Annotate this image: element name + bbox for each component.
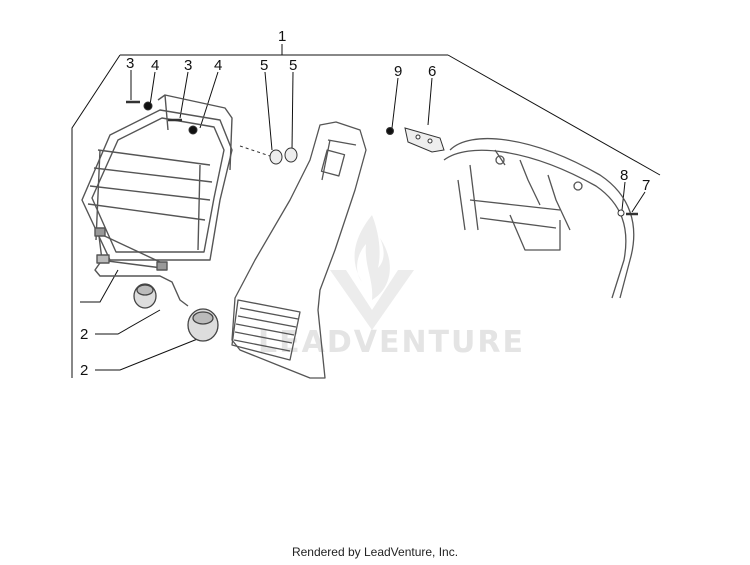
leadventure-watermark: LEADVENTURE (258, 215, 525, 360)
footer-credit: Rendered by LeadVenture, Inc. (291, 545, 459, 559)
leader-2b (95, 337, 201, 371)
leader-9 (391, 77, 399, 129)
leader-3b (179, 71, 189, 119)
leader-2a (95, 309, 161, 335)
callout-4b: 4 (214, 57, 222, 74)
leader-7 (631, 191, 646, 213)
callout-labels: 1 3 4 3 4 5 5 9 6 8 7 2 2 (80, 28, 650, 379)
watermark-text: LEADVENTURE (258, 325, 525, 360)
callout-2b: 2 (80, 362, 88, 379)
callout-7: 7 (642, 177, 650, 194)
flame-logo-icon (354, 215, 390, 300)
leader-rack (80, 269, 119, 303)
callout-3b: 3 (184, 57, 192, 74)
callout-5b: 5 (289, 57, 297, 74)
leader-4b (199, 71, 219, 129)
callout-8: 8 (620, 167, 628, 184)
callout-2a: 2 (80, 326, 88, 343)
callout-4a: 4 (151, 57, 159, 74)
bracket-line (71, 44, 661, 378)
rubber-buffers (133, 283, 219, 342)
leader-5a (264, 71, 273, 151)
callout-1: 1 (278, 28, 286, 45)
leader-8 (621, 181, 626, 211)
callout-3a: 3 (126, 55, 134, 72)
leader-5b (291, 71, 294, 151)
v-logo-icon (330, 270, 414, 330)
leader-4a (149, 71, 156, 106)
callout-6: 6 (428, 63, 436, 80)
clip-bracket (386, 127, 445, 153)
front-shield (443, 137, 635, 299)
screws-7-8 (617, 209, 638, 217)
fasteners (126, 100, 298, 165)
leader-lines (71, 44, 661, 378)
callout-5a: 5 (260, 57, 268, 74)
luggage-rack (81, 94, 233, 307)
callout-9: 9 (394, 63, 402, 80)
legshield-panel (231, 121, 367, 379)
leader-6 (427, 77, 433, 126)
